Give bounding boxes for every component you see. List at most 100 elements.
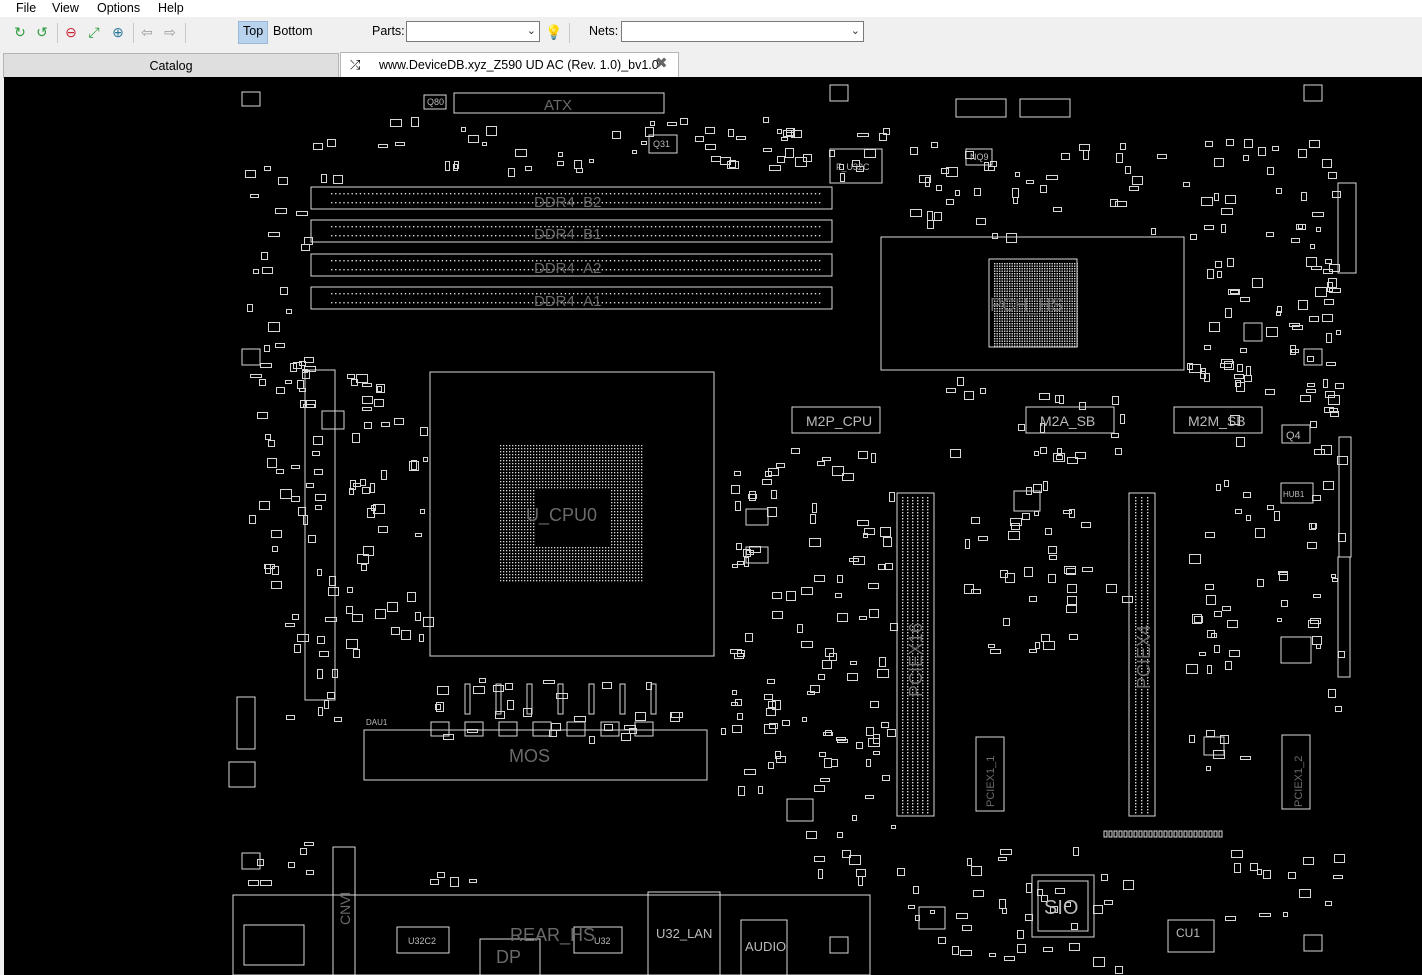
pch-ball	[1001, 278, 1003, 280]
cpu-pad	[629, 505, 631, 507]
refresh-icon[interactable]: ↻	[14, 24, 26, 40]
component-pad	[1066, 605, 1077, 613]
cpu-pad	[524, 574, 526, 576]
cpu-pad	[626, 523, 628, 525]
pch-ball	[1054, 308, 1056, 310]
menu-options[interactable]: Options	[97, 1, 141, 15]
cpu-pad	[590, 484, 592, 486]
close-icon[interactable]: ✖	[655, 55, 668, 72]
pcie-pin	[912, 500, 914, 502]
dimm-pin	[601, 202, 603, 204]
dimm-pin	[593, 226, 595, 228]
cpu-pad	[506, 463, 508, 465]
pch-ball	[1001, 320, 1003, 322]
cpu-pad	[617, 526, 619, 528]
dimm-pin	[741, 302, 743, 304]
cpu-pad	[608, 469, 610, 471]
dimm-pin	[757, 269, 759, 271]
dimm-pin	[605, 302, 608, 304]
component-pad	[1079, 402, 1086, 410]
menu-help[interactable]: Help	[158, 1, 184, 15]
cpu-pad	[500, 445, 502, 447]
pch-ball	[1066, 318, 1068, 320]
cpu-pad	[533, 469, 535, 471]
dimm-pin	[581, 302, 583, 304]
cpu-pad	[623, 493, 625, 495]
pch-ball	[1014, 315, 1016, 317]
cpu-pad	[512, 520, 514, 522]
pcie-pin	[922, 506, 924, 508]
cpu-pad	[554, 547, 556, 549]
cpu-pad	[542, 472, 544, 474]
pch-ball	[1056, 333, 1058, 335]
cpu-pad	[557, 562, 559, 564]
component-pad	[1263, 870, 1271, 879]
cpu-pad	[521, 475, 523, 477]
back-arrow-icon[interactable]: ⇦	[141, 24, 153, 40]
top-side-button[interactable]: Top	[238, 21, 269, 44]
component-pad	[362, 383, 372, 387]
cpu-pad	[533, 556, 535, 558]
dimm-pin	[663, 235, 665, 237]
reload-icon[interactable]: ↺	[36, 24, 48, 40]
dimm-pin	[495, 235, 497, 237]
board-drawing[interactable]: ATX DDR4_B2 DDR4_B1 DDR4_A2 DDR4_A1 PCH_…	[4, 77, 1422, 975]
component-pad	[1083, 150, 1089, 160]
cpu-pad	[518, 484, 520, 486]
pcie-pin	[922, 539, 924, 541]
component-pad	[852, 160, 860, 167]
pch-ball	[1074, 343, 1076, 345]
tab-catalog[interactable]: Catalog	[3, 53, 339, 78]
cpu-pad	[548, 451, 550, 453]
menu-file[interactable]: File	[16, 1, 37, 15]
pch-ball	[1026, 345, 1028, 347]
dimm-pin	[585, 202, 587, 204]
dimm-pin	[814, 260, 817, 262]
dimm-pin	[515, 260, 517, 262]
zoom-in-icon[interactable]: ⊕	[112, 24, 124, 40]
bottom-side-button[interactable]: Bottom	[273, 24, 313, 38]
dimm-pin	[400, 193, 403, 195]
cpu-pad	[620, 454, 622, 456]
pch-ball	[1051, 298, 1053, 300]
pch-ball	[1056, 283, 1058, 285]
menu-view[interactable]: View	[52, 1, 79, 15]
pch-ball	[1039, 280, 1041, 282]
pcie-pin	[927, 605, 929, 607]
dimm-pin	[613, 226, 616, 228]
pcie-pin	[912, 671, 914, 673]
dimm-pin	[449, 226, 452, 228]
cpu-pad	[620, 505, 622, 507]
zoom-fit-icon[interactable]: ⤢	[88, 24, 100, 40]
cpu-pad	[506, 562, 508, 564]
cpu-pad	[605, 559, 607, 561]
forward-arrow-icon[interactable]: ⇨	[164, 24, 176, 40]
cpu-pad	[638, 571, 640, 573]
nets-dropdown[interactable]: ⌄	[621, 21, 864, 42]
cpu-pad	[524, 454, 526, 456]
cpu-pad	[506, 487, 508, 489]
pch-ball	[1059, 338, 1061, 340]
zoom-out-icon[interactable]: ⊖	[65, 24, 77, 40]
lightbulb-icon[interactable]: 💡	[545, 24, 563, 40]
tab-board[interactable]: ⤮ www.DeviceDB.xyz_Z590 UD AC (Rev. 1.0)…	[340, 52, 679, 78]
cpu-pad	[590, 571, 592, 573]
dimm-pin	[490, 193, 493, 195]
cpu-pad	[515, 571, 517, 573]
cpu-pad	[602, 484, 604, 486]
dimm-pin	[425, 235, 427, 237]
pch-ball	[1006, 290, 1008, 292]
pch-ball	[1049, 275, 1051, 277]
cpu-pad	[551, 565, 553, 567]
component-pad	[1310, 618, 1321, 624]
component-pad	[1093, 905, 1103, 914]
parts-dropdown[interactable]: ⌄	[406, 21, 540, 42]
board-view[interactable]: ATX DDR4_B2 DDR4_B1 DDR4_A2 DDR4_A1 PCH_…	[4, 77, 1422, 975]
pcie-pin	[902, 617, 904, 619]
dimm-pin	[630, 235, 632, 237]
dimm-pin	[408, 193, 411, 195]
pch-ball	[1034, 288, 1036, 290]
pcie-pin	[912, 626, 914, 628]
dimm-pin	[339, 260, 341, 262]
pcie-pin	[927, 557, 929, 559]
